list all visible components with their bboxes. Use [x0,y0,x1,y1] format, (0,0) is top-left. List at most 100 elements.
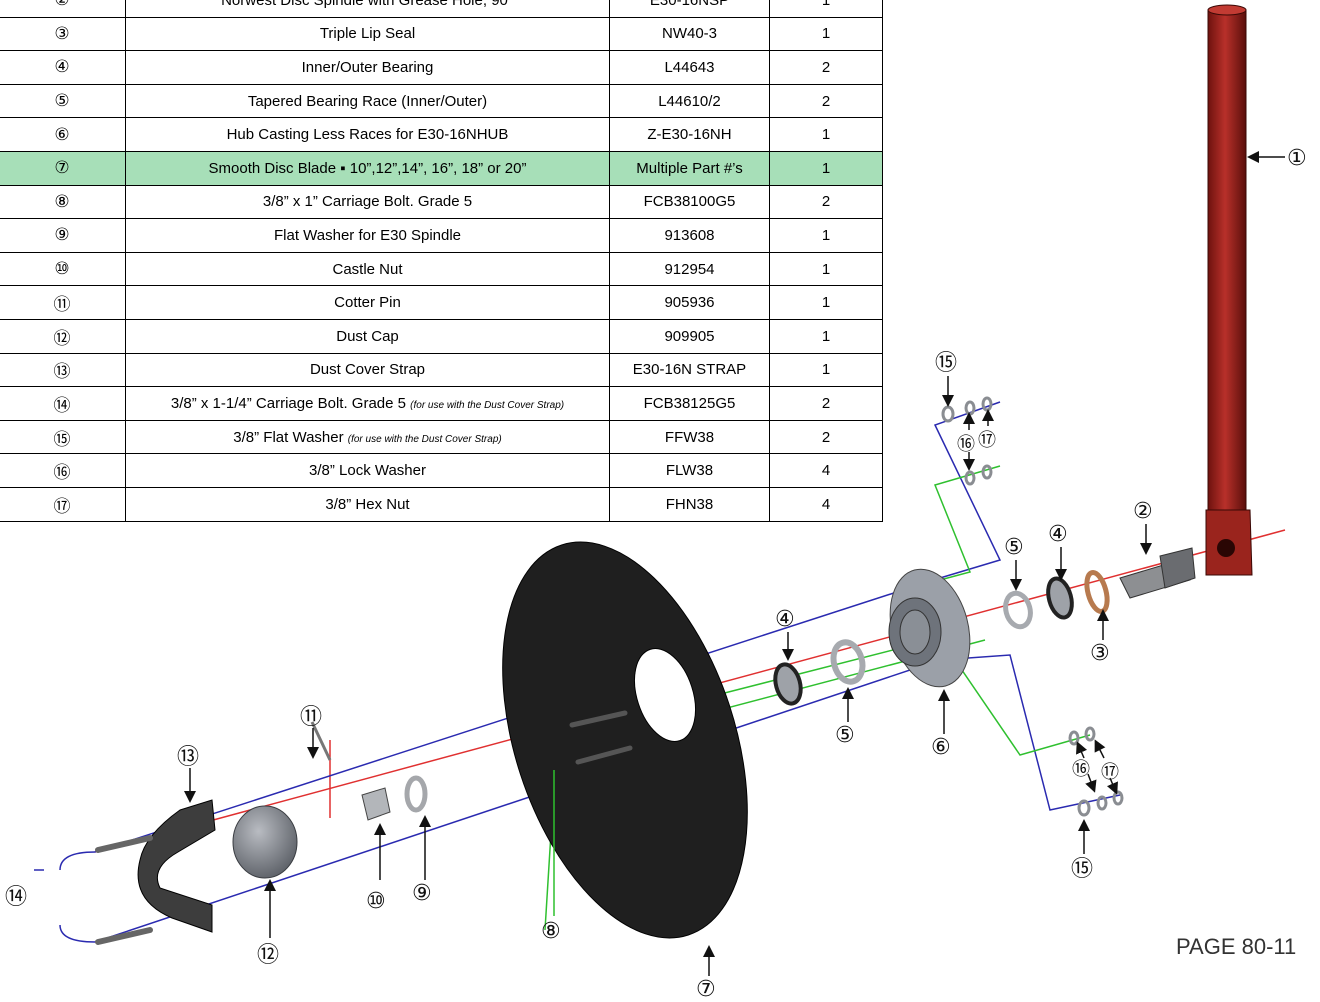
item-description-text: 3/8” Lock Washer [309,462,426,480]
item-description-text: 3/8” Flat Washer [233,428,344,446]
item-number-text: ⑬ [53,362,71,383]
callout-5-inner: ⑤ [835,723,855,748]
quantity: 4 [769,453,883,488]
quantity-text: 2 [821,92,831,110]
callout-17-top: ⑰ [978,430,996,451]
quantity: 2 [769,50,883,85]
part-number-text: FHN38 [665,495,714,513]
item-number-text: ⑪ [53,295,71,316]
item-number: ⑰ [0,486,126,522]
callout-7: ⑦ [696,977,716,1002]
table-row: ⑬ Dust Cover Strap E30-16N STRAP 1 [0,352,883,388]
callout-4-outer: ④ [1048,522,1068,547]
item-number: ⑥ [0,117,126,152]
item-number-text: ⑩ [54,259,70,280]
dust-cap [232,805,298,879]
part-number: E30-16N STRAP [609,352,770,388]
quantity-text: 1 [821,226,831,244]
quantity-text: 2 [821,58,831,76]
item-description: Dust Cap [125,318,610,354]
part-number: L44610/2 [609,83,770,119]
callout-11: ⑪ [300,705,322,730]
callout-15-bottom: ⑮ [1071,857,1093,882]
item-description: 3/8” x 1-1/4” Carriage Bolt. Grade 5 (fo… [125,386,610,421]
callout-labels: ① ② ③ ④ ④ ⑤ ⑤ ⑥ ⑦ ⑧ ⑨ ⑩ ⑪ ⑫ ⑬ ⑭ ⑮ ⑮ ⑯ ⑰ … [5,146,1307,1002]
parts-table: ② Norwest Disc Spindle with Grease Hole, … [0,0,883,522]
item-number-text: ⑤ [54,91,70,112]
part-number-text: E30-16NSP [649,0,730,9]
item-description: Triple Lip Seal [125,16,610,52]
quantity-text: 1 [821,327,831,345]
part-number: E30-16NSP [609,0,770,18]
item-description-text: Dust Cap [336,327,399,345]
quantity: 2 [769,184,883,220]
item-number-text: ⑯ [53,463,71,484]
item-number: ⑩ [0,251,126,287]
item-description: 3/8” Hex Nut [125,486,610,522]
cotter-pin [310,721,332,761]
item-number: ⑯ [0,453,126,488]
dust-cover-strap [137,799,216,933]
item-description-text: Cotter Pin [334,294,401,312]
item-description: 3/8” Flat Washer (for use with the Dust … [125,419,610,455]
part-number: 912954 [609,251,770,287]
part-number: L44643 [609,50,770,85]
item-description-text: 3/8” x 1” Carriage Bolt. Grade 5 [262,193,473,211]
part-number-text: FCB38125G5 [643,394,736,412]
callout-16-bottom: ⑯ [1072,759,1090,780]
part-number: FCB38100G5 [609,184,770,220]
inner-bearing [773,662,803,706]
spindle-shaft [1119,547,1196,599]
lower-hardware [1068,726,1124,817]
smooth-disc-blade [502,541,748,939]
quantity-text: 1 [821,294,831,312]
callout-5-outer: ⑤ [1004,535,1024,560]
quantity: 1 [769,318,883,354]
part-number: 913608 [609,218,770,253]
item-description-text: Norwest Disc Spindle with Grease Hole, 9… [221,0,514,9]
part-number: FFW38 [609,419,770,455]
item-description: Tapered Bearing Race (Inner/Outer) [125,83,610,119]
item-number: ④ [0,50,126,85]
item-description-text: Inner/Outer Bearing [301,58,434,76]
part-number-text: Z-E30-16NH [647,126,732,144]
part-number: 905936 [609,285,770,320]
item-description-text: Hub Casting Less Races for E30-16NHUB [226,126,509,144]
page-number: PAGE 80-11 [1176,934,1297,959]
quantity: 2 [769,386,883,421]
part-number: FLW38 [609,453,770,488]
item-description-text: Triple Lip Seal [319,25,416,43]
item-number: ② [0,0,126,18]
carriage-bolts-short [569,710,633,765]
table-row: ⑦ Smooth Disc Blade ▪ 10”,12”,14”, 16”, 1… [0,150,883,186]
callout-16-top: ⑯ [957,434,975,455]
part-number: FCB38125G5 [609,386,770,421]
item-description: Cotter Pin [125,285,610,320]
item-description-text: Smooth Disc Blade ▪ 10”,12”,14”, 16”, 18… [208,159,527,177]
disc-spindle-arm [1205,4,1253,576]
item-description-text: Dust Cover Strap [309,361,426,379]
quantity-text: 1 [821,159,831,177]
item-description-text: 3/8” Hex Nut [325,495,410,513]
item-description: Smooth Disc Blade ▪ 10”,12”,14”, 16”, 18… [125,150,610,186]
callout-2: ② [1133,499,1153,524]
quantity: 1 [769,352,883,388]
item-number-text: ⑦ [54,158,70,179]
item-number: ⑧ [0,184,126,220]
item-number: ⑨ [0,218,126,253]
item-description: Flat Washer for E30 Spindle [125,218,610,253]
part-number-text: FCB38100G5 [643,193,736,211]
part-number-text: FFW38 [664,428,715,446]
item-note: (for use with the Dust Cover Strap) [347,433,502,445]
quantity-text: 1 [821,126,831,144]
part-number-text: E30-16N STRAP [632,361,747,379]
quantity: 1 [769,117,883,152]
item-number-text: ② [54,0,70,11]
item-description: 3/8” Lock Washer [125,453,610,488]
item-description: Norwest Disc Spindle with Grease Hole, 9… [125,0,610,18]
